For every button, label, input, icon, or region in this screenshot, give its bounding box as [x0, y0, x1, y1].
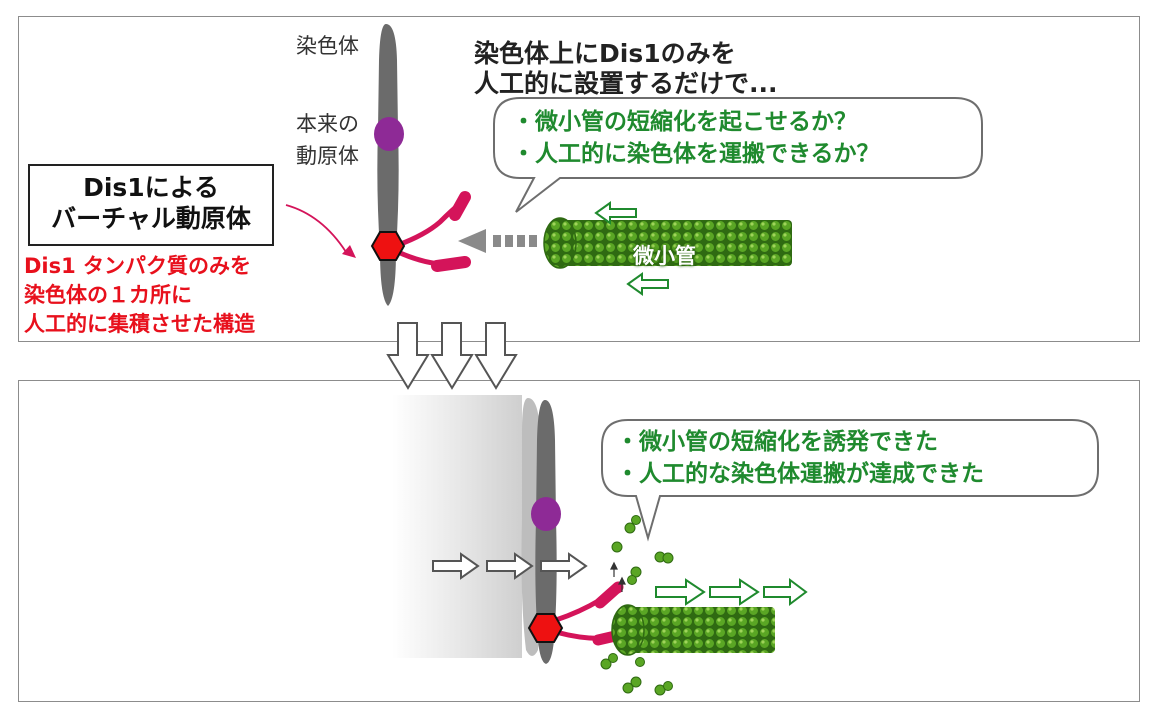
box-title-1: Dis1による	[83, 173, 219, 202]
heading-line-2: 人工的に設置するだけで...	[474, 69, 778, 98]
chromosome	[377, 24, 399, 306]
callout-arrow	[285, 204, 347, 253]
microtubule-bottom	[611, 604, 775, 656]
red-desc-2: 染色体の１カ所に	[24, 283, 192, 307]
virtual-kinetochore-hexagon-icon	[370, 231, 406, 261]
speech-bubble-questions	[493, 97, 983, 213]
question-2: ・人工的に染色体を運搬できるか？	[512, 141, 880, 167]
result-2: ・人工的な染色体運搬が達成できた	[616, 461, 984, 487]
microtubule-top	[543, 217, 792, 269]
heading-line-1: 染色体上にDis1のみを	[474, 39, 736, 68]
down-arrow-icon	[386, 322, 518, 390]
label-native-kinetochore-2: 動原体	[296, 144, 359, 168]
virtual-kinetochore-box: Dis1による バーチャル動原体	[28, 164, 274, 246]
virtual-kinetochore-hexagon-icon-bottom	[527, 613, 564, 643]
tiny-up-arrow-icon	[610, 561, 626, 592]
green-right-arrow-icon	[655, 578, 808, 606]
callout-arrowhead	[342, 245, 356, 258]
chromosome-moved	[535, 400, 557, 664]
label-chromosome: 染色体	[296, 34, 359, 58]
microtubule-label: 微小管	[633, 244, 696, 268]
red-desc-3: 人工的に集積させた構造	[24, 312, 255, 336]
native-kinetochore	[374, 117, 404, 151]
box-title-2: バーチャル動原体	[51, 204, 251, 233]
red-desc-1: Dis1 タンパク質のみを	[24, 254, 252, 278]
result-1: ・微小管の短縮化を誘発できた	[616, 429, 938, 455]
dashed-left-arrow-icon	[458, 229, 537, 253]
question-1: ・微小管の短縮化を起こせるか？	[512, 109, 857, 135]
motion-shadow	[392, 395, 522, 658]
speech-bubble-results	[601, 419, 1099, 542]
left-arrow-icon	[594, 201, 669, 296]
scattered-tubulin-dimers	[600, 515, 674, 696]
native-kinetochore-bottom	[531, 497, 561, 531]
label-native-kinetochore-1: 本来の	[296, 112, 359, 136]
gray-right-arrow-icon	[432, 552, 588, 580]
dis1-protein-strands	[395, 191, 471, 272]
